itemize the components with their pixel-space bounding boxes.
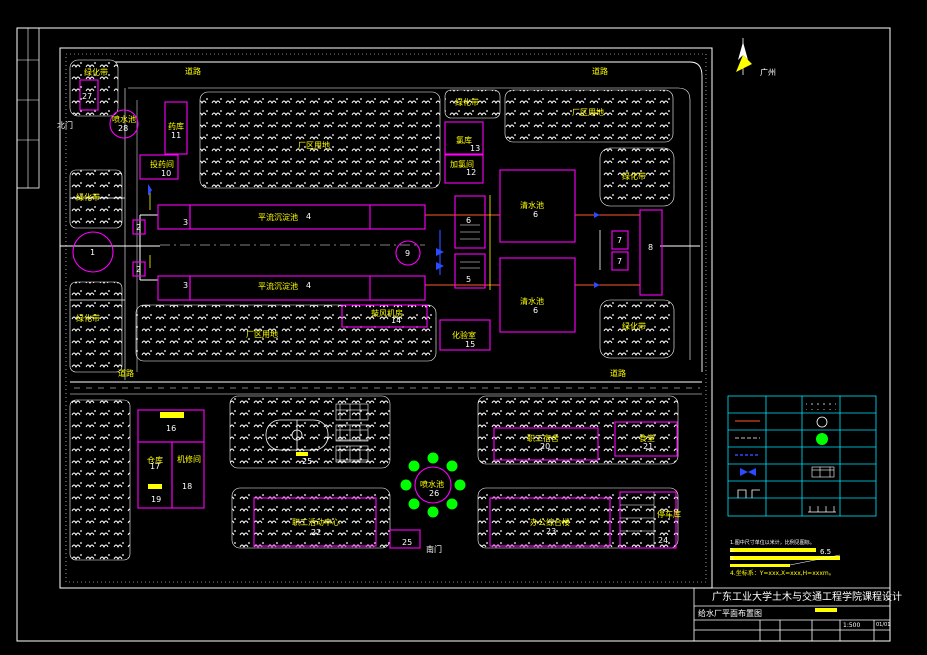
- valve-icons: [148, 184, 600, 288]
- unit-19-num: 19: [151, 495, 162, 504]
- road-label-middle-left: 道路: [118, 369, 134, 378]
- note-line-3: 3.: [730, 556, 735, 562]
- clearwell-a-num: 6: [533, 210, 539, 219]
- unit-15-num: 15: [465, 340, 476, 349]
- green-label-right-lower: 绿化带: [622, 322, 646, 331]
- unit-22-name: 职工活动中心: [292, 518, 340, 527]
- clearwell-b-num: 6: [533, 306, 539, 315]
- fountain-26: [400, 452, 466, 518]
- unit-24-num: 24: [658, 536, 669, 545]
- process-structures: [72, 79, 663, 351]
- unit-26-num: 26: [429, 489, 440, 498]
- road-label-middle-right: 道路: [610, 369, 626, 378]
- unit-1-num: 1: [90, 248, 96, 257]
- unit-23-name: 办公综合楼: [530, 518, 570, 527]
- unit-8-num: 8: [648, 243, 654, 252]
- unit-21-name: 食堂: [639, 434, 655, 443]
- unit-20-name: 职工宿舍: [527, 434, 559, 443]
- green-label-top-right: 厂区用地: [572, 108, 604, 117]
- unit-29-num: 25: [402, 538, 413, 547]
- unit-20-num: 20: [540, 442, 551, 451]
- green-label-w-lower: 绿化带: [76, 314, 100, 323]
- unit-17-name: 仓库: [147, 456, 163, 465]
- unit-14-name: 鼓风机房: [371, 309, 403, 318]
- unit-18-name: 机修间: [177, 455, 201, 464]
- green-label-nw: 绿化带: [84, 68, 108, 77]
- green-label-top-center-b: 绿化带: [455, 98, 479, 107]
- unit-17-num: 17: [150, 462, 161, 471]
- unit-27-num: 27: [82, 92, 93, 101]
- unit-25-num: 25: [302, 457, 313, 466]
- title-block-drawing: 给水厂平面布置图: [698, 609, 762, 618]
- unit-12-name: 加氯间: [450, 160, 474, 169]
- unit-4a-name: 平流沉淀池: [258, 213, 298, 222]
- basketball-court: [265, 419, 329, 451]
- unit-26-name: 喷水池: [420, 480, 444, 489]
- green-label-right-upper: 绿化带: [622, 172, 646, 181]
- south-gate-label: 南门: [426, 545, 442, 554]
- unit-10-num: 10: [161, 169, 172, 178]
- unit-2b-num: 2: [136, 265, 142, 274]
- road-top: [115, 61, 703, 372]
- unit-4a-num: 4: [306, 212, 312, 221]
- title-block-scale: 1:500: [843, 622, 861, 629]
- process-pipes: [60, 190, 700, 290]
- note-line-1: 1.图中尺寸单位以米计，比例见图标。: [730, 540, 815, 546]
- notes-area: [730, 548, 841, 567]
- unit-24-name: 停车库: [657, 510, 681, 519]
- unit-9-num: 9: [405, 249, 411, 258]
- unit-21-num: 21: [643, 442, 654, 451]
- green-label-bottom-left: 厂区用地: [246, 330, 278, 339]
- unit-4b-name: 平流沉淀池: [258, 282, 298, 291]
- clearwell-b-name: 清水池: [520, 297, 544, 306]
- unit-3a-num: 3: [183, 218, 189, 227]
- unit-6-num: 6: [466, 216, 472, 225]
- outer-frame: [16, 27, 891, 642]
- unit-4b-num: 4: [306, 281, 312, 290]
- unit-28-num: 28: [118, 124, 129, 133]
- unit-5-num: 5: [466, 275, 472, 284]
- unit-7a-num: 7: [617, 236, 623, 245]
- title-block-sheet: 01/01: [876, 622, 891, 628]
- site-fence: [59, 47, 713, 589]
- green-label-w-upper: 绿化带: [76, 193, 100, 202]
- unit-11-num: 11: [171, 131, 182, 140]
- unit-23-num: 23: [546, 527, 557, 536]
- road-label-top-right: 道路: [592, 67, 608, 76]
- legend-table: [727, 395, 877, 517]
- unit-15-name: 化验室: [452, 331, 476, 340]
- note-line-4: 4.坐标系：Y=xxx,X=xxx,H=xxxm。: [730, 570, 835, 577]
- title-block-school: 广东工业大学土木与交通工程学院课程设计: [712, 592, 902, 603]
- unit-16-num: 16: [166, 424, 177, 433]
- unit-2a-num: 2: [136, 223, 142, 232]
- green-label-top-center-a: 厂区用地: [298, 141, 330, 150]
- unit-18-num: 18: [182, 482, 193, 491]
- north-arrow-label: 广州: [760, 68, 776, 77]
- campus-buildings: [137, 409, 678, 549]
- unit-10-name: 投药间: [150, 160, 174, 169]
- title-block-lines: [693, 587, 891, 642]
- unit-7b-num: 7: [617, 257, 623, 266]
- note-line-2: 2.: [730, 548, 735, 554]
- note-scale-value: 6.5: [820, 548, 832, 556]
- unit-12-num: 12: [466, 168, 477, 177]
- unit-14-num: 14: [391, 316, 402, 325]
- unit-13-name: 氯库: [456, 136, 472, 145]
- legend-symbols: [735, 400, 836, 513]
- road-label-top: 道路: [185, 67, 201, 76]
- north-arrow-icon: [736, 38, 752, 75]
- unit-3b-num: 3: [183, 281, 189, 290]
- clearwell-a-name: 清水池: [520, 201, 544, 210]
- unit-28-name: 喷水池: [112, 115, 136, 124]
- north-gate-label: 北门: [57, 121, 73, 130]
- unit-11-name: 药库: [168, 122, 184, 131]
- unit-22-num: 22: [311, 528, 322, 537]
- unit-13-num: 13: [470, 144, 481, 153]
